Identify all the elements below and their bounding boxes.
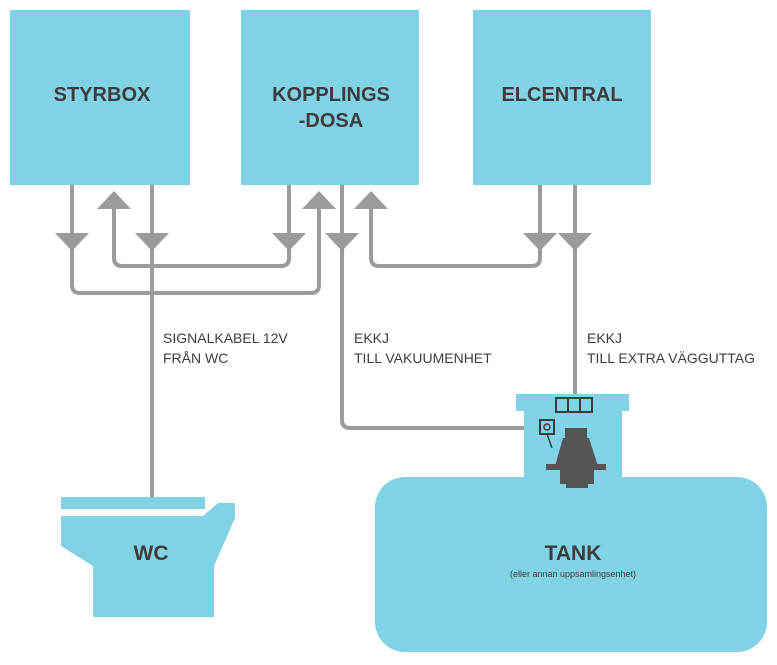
arrow-up-icon — [97, 191, 131, 209]
vacuum-cable-label-line1: EKKJ — [354, 330, 389, 346]
tank: TANK (eller annan uppsamlingsenhet) — [375, 394, 767, 652]
elcentral-label: ELCENTRAL — [501, 84, 622, 106]
arrow-up-icon — [354, 191, 388, 209]
vacuum-cable-label-line2: TILL VAKUUMENHET — [354, 350, 492, 366]
outlet-cable-label-line2: TILL EXTRA VÄGGUTTAG — [587, 350, 755, 366]
wire-styrbox-to-dosa-outer — [70, 185, 321, 295]
wc-bowl — [61, 503, 235, 617]
tank-sublabel: (eller annan uppsamlingsenhet) — [510, 569, 636, 579]
tank-label: TANK — [545, 542, 602, 565]
arrow-down-icon — [135, 233, 169, 251]
wire-dosa-to-styrbox-inner — [112, 185, 291, 268]
styrbox-label: STYRBOX — [54, 84, 151, 106]
arrow-up-icon — [302, 191, 336, 209]
wc-seat — [61, 497, 205, 509]
wire-elcentral-to-dosa — [369, 185, 542, 268]
switch-icon — [539, 419, 555, 449]
kopplingsdosa-label-line1: KOPPLINGS — [272, 84, 390, 106]
wc-toilet: WC — [61, 497, 235, 617]
kopplingsdosa: KOPPLINGS -DOSA — [241, 10, 419, 185]
wires — [70, 185, 577, 500]
kopplingsdosa-label-line2: -DOSA — [299, 110, 363, 132]
arrow-down-icon — [523, 233, 557, 251]
wc-label: WC — [134, 542, 169, 565]
cable-labels: SIGNALKABEL 12V FRÅN WC EKKJ TILL VAKUUM… — [163, 330, 755, 366]
cable-to-vacuum-unit — [340, 185, 540, 430]
signal-cable-label-line1: SIGNALKABEL 12V — [163, 330, 288, 346]
vacuum-pump-icon — [546, 428, 606, 488]
arrow-down-icon — [272, 233, 306, 251]
signal-cable-label-line2: FRÅN WC — [163, 350, 228, 366]
outlet-cable-label-line1: EKKJ — [587, 330, 622, 346]
outlet-strip-icon — [555, 397, 593, 413]
arrows — [55, 191, 592, 251]
tank-body — [375, 477, 767, 652]
arrow-down-icon — [325, 233, 359, 251]
elcentral: ELCENTRAL — [473, 10, 651, 185]
arrow-down-icon — [55, 233, 89, 251]
styrbox: STYRBOX — [10, 10, 190, 185]
arrow-down-icon — [558, 233, 592, 251]
